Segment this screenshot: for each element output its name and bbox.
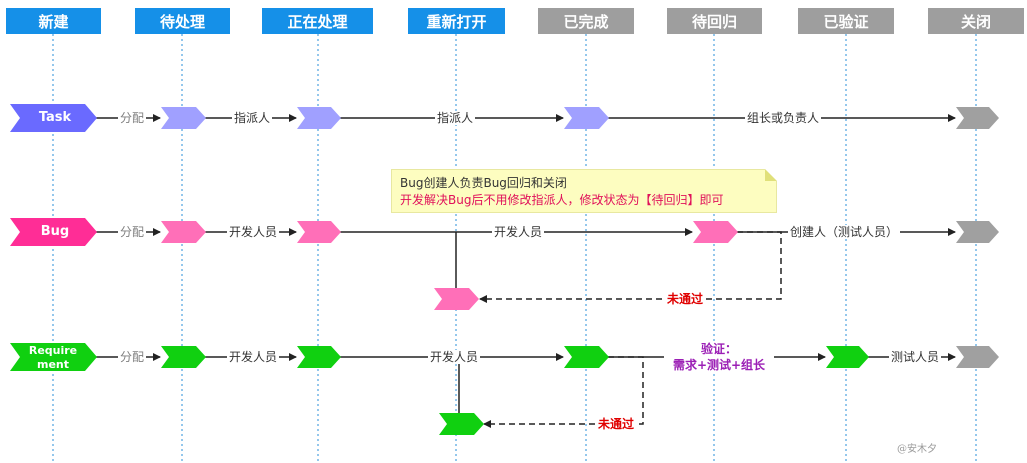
watermark: @安木夕 bbox=[897, 444, 937, 455]
requirement-reopen-chevron bbox=[439, 413, 484, 435]
bug-fail-loop bbox=[479, 231, 782, 303]
requirement-row-label: Require ment bbox=[22, 344, 84, 372]
bug-processing-chevron bbox=[297, 221, 341, 243]
bug-note-line1: Bug创建人负责Bug回归和关闭 bbox=[400, 176, 567, 190]
header-reopened: 重新打开 bbox=[408, 8, 505, 34]
task-processing-chevron bbox=[297, 107, 341, 129]
requirement-verify-label: 验证： 需求+测试+组长 bbox=[664, 341, 774, 373]
requirement-done-chevron bbox=[564, 346, 609, 368]
requirement-row bbox=[10, 343, 999, 435]
task-leader-label: 组长或负责人 bbox=[745, 111, 822, 125]
requirement-fail-loop bbox=[483, 356, 644, 428]
requirement-closed-chevron bbox=[956, 346, 999, 368]
task-assignee-label-2: 指派人 bbox=[435, 111, 476, 125]
bug-fail-label: 未通过 bbox=[665, 292, 706, 306]
header-completed: 已完成 bbox=[538, 8, 634, 34]
task-row bbox=[10, 104, 999, 132]
bug-developer-label-1: 开发人员 bbox=[227, 225, 280, 239]
column-dividers bbox=[52, 34, 977, 463]
requirement-label-line1: Require bbox=[28, 344, 78, 357]
bug-row-label: Bug bbox=[40, 224, 70, 239]
bug-note-line2: 开发解决Bug后不用修改指派人，修改状态为【待回归】即可 bbox=[400, 193, 724, 207]
note-folded-corner bbox=[765, 169, 777, 181]
requirement-label-line2: ment bbox=[36, 358, 69, 371]
task-row-label: Task bbox=[38, 110, 72, 125]
requirement-tester-label: 测试人员 bbox=[889, 350, 942, 364]
header-verified: 已验证 bbox=[798, 8, 894, 34]
bug-assign-label: 分配 bbox=[118, 225, 147, 239]
requirement-start-chevron bbox=[10, 343, 97, 371]
verify-line2: 需求+测试+组长 bbox=[672, 358, 766, 372]
task-assignee-label-1: 指派人 bbox=[232, 111, 273, 125]
header-awaiting-retest: 待回归 bbox=[667, 8, 762, 34]
bug-note: Bug创建人负责Bug回归和关闭 开发解决Bug后不用修改指派人，修改状态为【待… bbox=[391, 169, 777, 213]
header-closed: 关闭 bbox=[928, 8, 1024, 34]
requirement-verified-chevron bbox=[826, 346, 869, 368]
bug-closed-chevron bbox=[956, 221, 999, 243]
requirement-processing-chevron bbox=[297, 346, 341, 368]
task-pending-chevron bbox=[161, 107, 206, 129]
task-assign-label: 分配 bbox=[118, 111, 147, 125]
bug-developer-label-2: 开发人员 bbox=[492, 225, 545, 239]
bug-reopen-chevron bbox=[434, 288, 479, 310]
bug-start-chevron bbox=[10, 218, 97, 246]
requirement-developer-label-1: 开发人员 bbox=[227, 350, 280, 364]
task-start-chevron bbox=[10, 104, 97, 132]
task-closed-chevron bbox=[956, 107, 999, 129]
requirement-assign-label: 分配 bbox=[118, 350, 147, 364]
header-pending: 待处理 bbox=[135, 8, 230, 34]
requirement-pending-chevron bbox=[161, 346, 206, 368]
requirement-fail-label: 未通过 bbox=[596, 417, 637, 431]
task-done-chevron bbox=[564, 107, 609, 129]
requirement-developer-label-2: 开发人员 bbox=[428, 350, 481, 364]
bug-retest-chevron bbox=[693, 221, 738, 243]
bug-creator-label: 创建人（测试人员） bbox=[788, 225, 901, 239]
header-new: 新建 bbox=[6, 8, 101, 34]
verify-line1: 验证： bbox=[700, 342, 737, 356]
bug-pending-chevron bbox=[161, 221, 206, 243]
header-processing: 正在处理 bbox=[262, 8, 373, 34]
